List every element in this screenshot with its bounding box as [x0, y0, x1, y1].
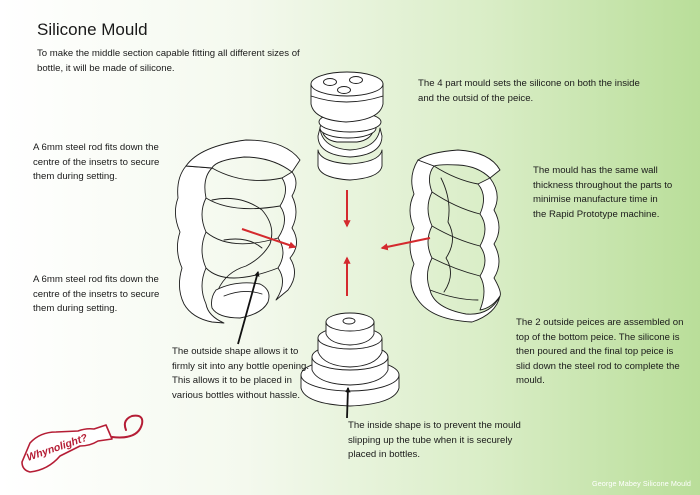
- pointer-arrows: [237, 270, 351, 419]
- right-shell: [409, 149, 501, 323]
- rod-note-2: A 6mm steel rod fits down the centre of …: [33, 274, 160, 314]
- footer-credit: George Mabey Silicone Mould: [592, 479, 691, 488]
- rod-note-1: A 6mm steel rod fits down the centre of …: [33, 142, 160, 182]
- bottle-logo: Whynolight?: [21, 414, 144, 473]
- arrow-left: [380, 237, 431, 251]
- bottom-insert: [300, 312, 400, 407]
- top-insert: [310, 71, 384, 181]
- assembly-note: The 2 outside peices are assembled on to…: [516, 317, 684, 386]
- page-title: Silicone Mould: [37, 20, 148, 39]
- wall-thickness-note: The mould has the same wall thickness th…: [533, 165, 673, 220]
- left-shell: [175, 139, 301, 324]
- intro-text: To make the middle section capable fitti…: [37, 48, 300, 74]
- inside-shape-note: The inside shape is to prevent the mould…: [348, 420, 521, 460]
- assembly-arrows: [241, 190, 431, 296]
- arrow-right: [241, 228, 297, 249]
- outside-shape-note: The outside shape allows it to firmly si…: [172, 346, 310, 401]
- mould-note: The 4 part mould sets the silicone on bo…: [418, 78, 640, 104]
